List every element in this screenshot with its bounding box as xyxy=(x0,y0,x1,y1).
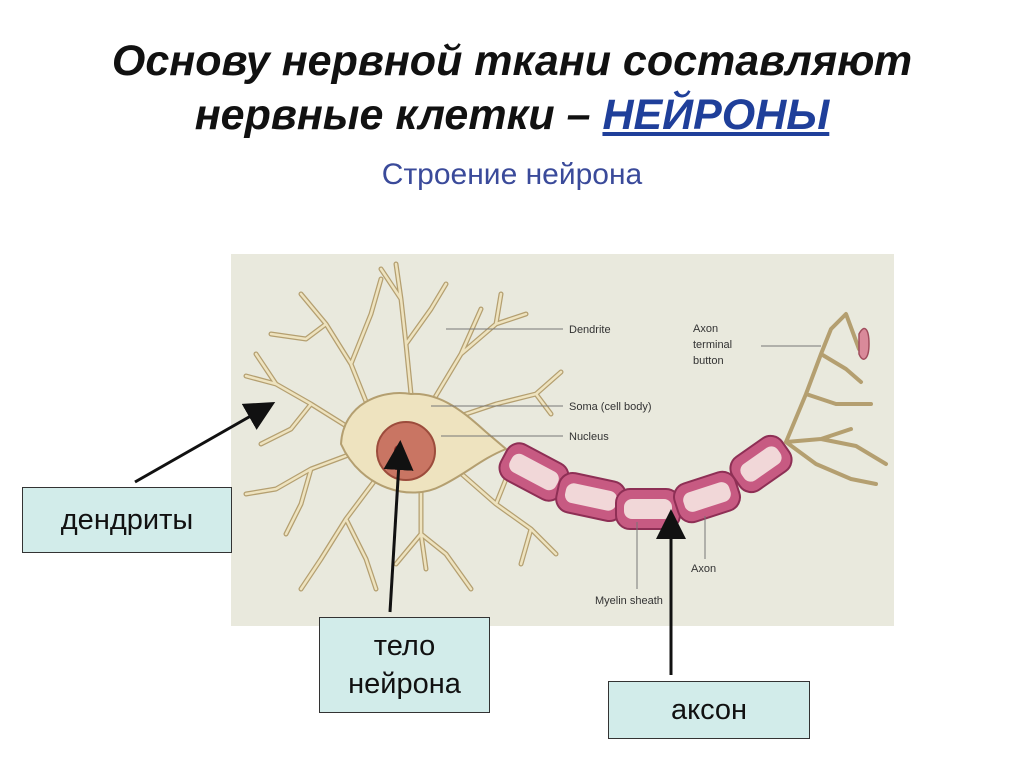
nucleus xyxy=(377,422,435,480)
slide-title: Основу нервной ткани составляют нервные … xyxy=(0,34,1024,142)
title-line-2: нервные клетки – НЕЙРОНЫ xyxy=(0,88,1024,142)
callout-axon-text: аксон xyxy=(671,691,747,729)
neuron-diagram: Dendrite Soma (cell body) Nucleus Axon t… xyxy=(231,254,894,626)
callout-neuron-body: тело нейрона xyxy=(319,617,490,713)
label-soma: Soma (cell body) xyxy=(569,401,652,413)
slide-subtitle: Строение нейрона xyxy=(0,158,1024,192)
label-axon-terminal-3: button xyxy=(693,355,724,367)
label-axon-terminal-2: terminal xyxy=(693,339,732,351)
callout-dendrites-text: дендриты xyxy=(61,501,193,539)
callout-axon: аксон xyxy=(608,681,810,739)
title-line-1: Основу нервной ткани составляют xyxy=(0,34,1024,88)
label-nucleus: Nucleus xyxy=(569,431,609,443)
nucleolus xyxy=(394,445,404,455)
label-dendrite: Dendrite xyxy=(569,324,611,336)
title-highlight: НЕЙРОНЫ xyxy=(602,91,829,139)
label-axon: Axon xyxy=(691,563,716,575)
label-axon-terminal-1: Axon xyxy=(693,323,718,335)
title-line-2-prefix: нервные клетки – xyxy=(195,91,603,139)
callout-body-line-1: тело xyxy=(374,627,436,665)
label-myelin: Myelin sheath xyxy=(595,595,663,607)
terminal-button xyxy=(859,329,869,360)
callout-dendrites: дендриты xyxy=(22,487,232,553)
callout-body-line-2: нейрона xyxy=(348,665,461,703)
